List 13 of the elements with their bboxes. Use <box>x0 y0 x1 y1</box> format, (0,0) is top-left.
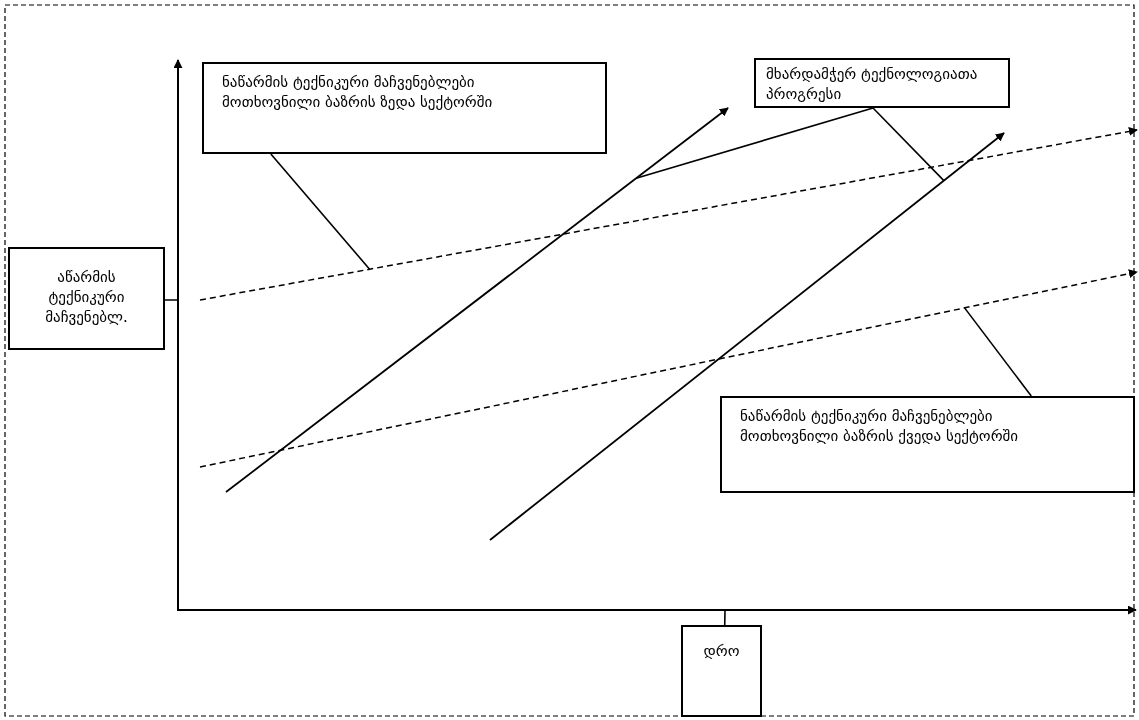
leader-line <box>635 107 874 180</box>
dashed-trend-line <box>199 127 1138 301</box>
dashed-trend-line <box>199 269 1138 468</box>
callout-box: მხარდამჭერ ტექნოლოგიათა პროგრესი <box>754 58 1010 108</box>
callout-box: ნაწარმის ტექნიკური მაჩვენებლები მოთხოვნილი ბაზრის ზედა სექტორში <box>202 62 607 154</box>
callout-box: ნაწარმის ტექნიკური მაჩვენებლები მოთხოვნილი ბაზრის ქვედა სექტორში <box>720 396 1135 493</box>
leader-line <box>723 610 726 626</box>
axis-label-box: აწარმის ტექნიკური მაჩვენებლ. <box>8 247 165 350</box>
leader-line <box>164 299 178 301</box>
leader-line <box>872 107 945 182</box>
leader-line <box>963 307 1033 397</box>
axis-label-box: დრო <box>681 625 762 717</box>
leader-line <box>270 153 371 271</box>
